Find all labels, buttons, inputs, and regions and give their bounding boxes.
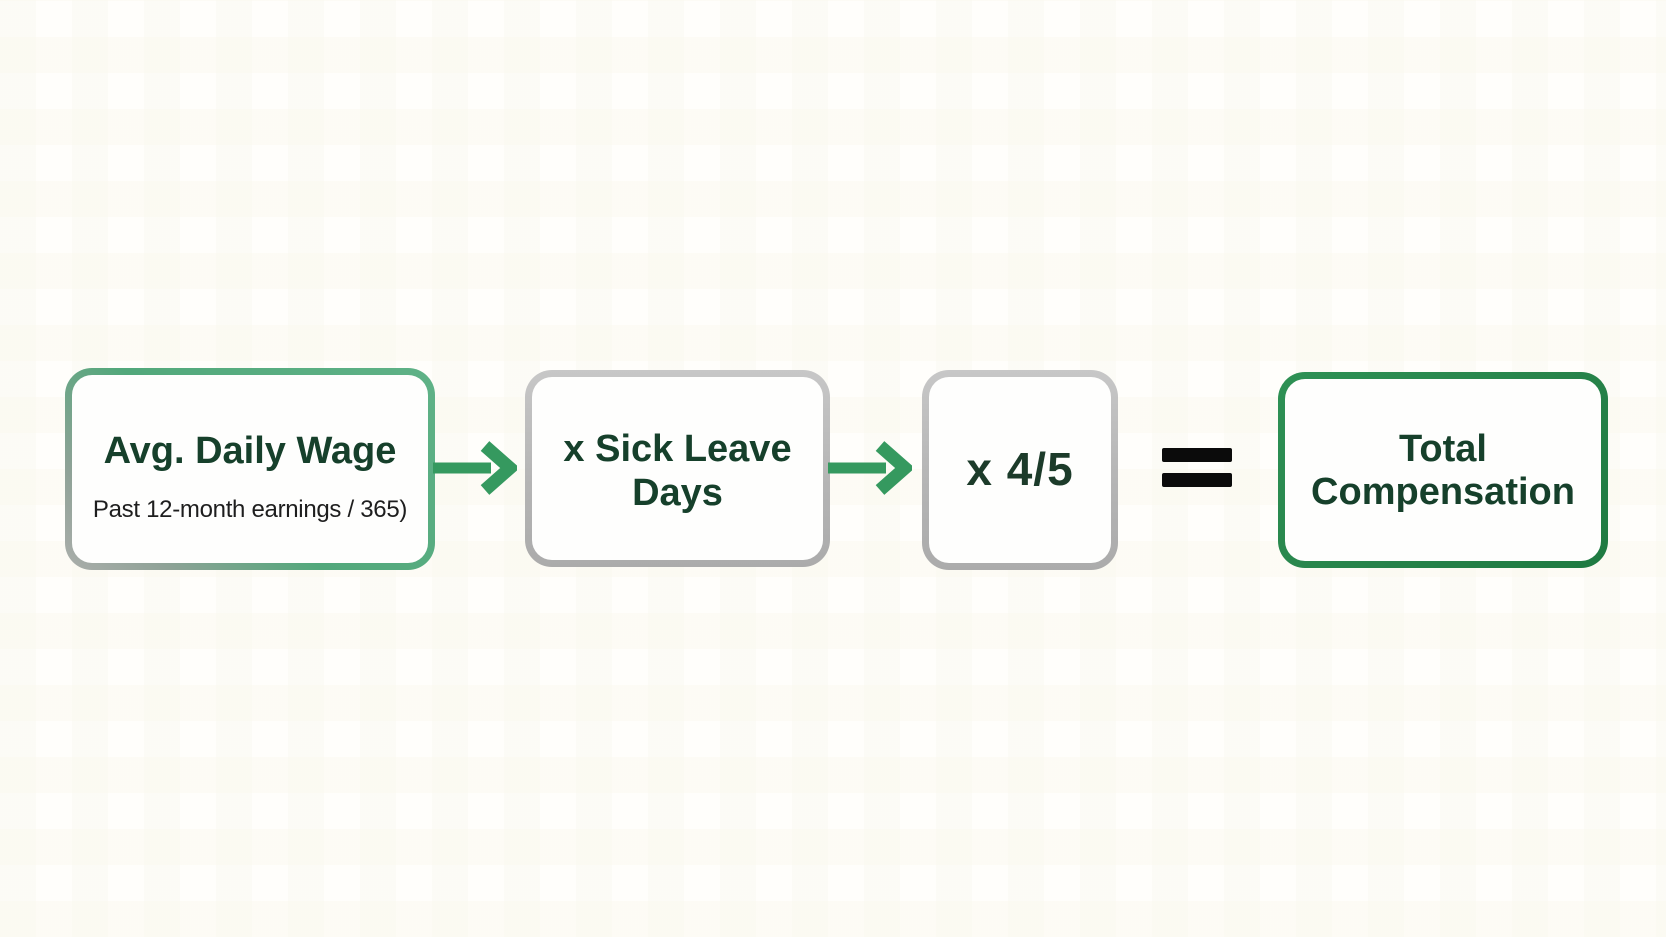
sick-leave-label: x Sick Leave Days xyxy=(563,428,792,514)
avg-daily-wage-subtitle: Past 12-month earnings / 365) xyxy=(92,496,408,524)
step-sick-leave-content: x Sick Leave Days xyxy=(532,377,823,560)
total-compensation-label: Total Compensation xyxy=(1311,427,1575,513)
equals-bar xyxy=(1162,473,1232,487)
result-total-compensation-box: Total Compensation xyxy=(1278,372,1608,568)
step-four-fifths-box: x 4/5 xyxy=(922,370,1118,570)
arrow-right-icon xyxy=(433,441,517,495)
step-sick-leave-box: x Sick Leave Days xyxy=(525,370,830,567)
arrow-right-icon xyxy=(828,441,912,495)
step-avg-daily-wage-content: Avg. Daily Wage Past 12-month earnings /… xyxy=(72,375,428,563)
four-fifths-label: x 4/5 xyxy=(966,443,1074,496)
equals-icon xyxy=(1162,448,1232,487)
equals-bar xyxy=(1162,448,1232,462)
step-avg-daily-wage-box: Avg. Daily Wage Past 12-month earnings /… xyxy=(65,368,435,570)
avg-daily-wage-title: Avg. Daily Wage xyxy=(103,429,397,472)
step-four-fifths-content: x 4/5 xyxy=(929,377,1111,563)
result-total-compensation-content: Total Compensation xyxy=(1285,379,1601,561)
